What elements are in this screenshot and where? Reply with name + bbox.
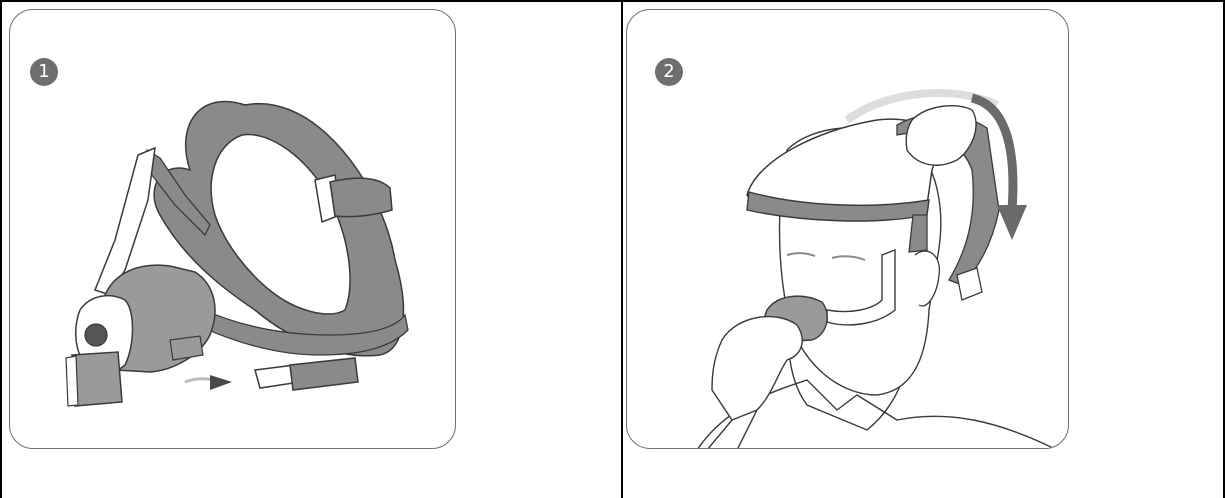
lower-strap-end [290, 358, 358, 390]
step-2-cell: 2 [623, 0, 1223, 498]
step-2-illustration-panel: 2 [626, 9, 1069, 449]
motion-arrow-head [997, 205, 1027, 240]
mask-headgear-illustration [10, 10, 456, 449]
step-1-illustration-panel: 1 [9, 9, 456, 449]
ear [915, 251, 939, 306]
step-1-cell: 1 [2, 0, 621, 498]
elbow-connector [72, 352, 122, 406]
mask-vent [85, 324, 107, 346]
fitting-headgear-illustration [627, 10, 1069, 449]
top-strap-pad [330, 178, 392, 216]
attach-arrow [210, 375, 232, 390]
